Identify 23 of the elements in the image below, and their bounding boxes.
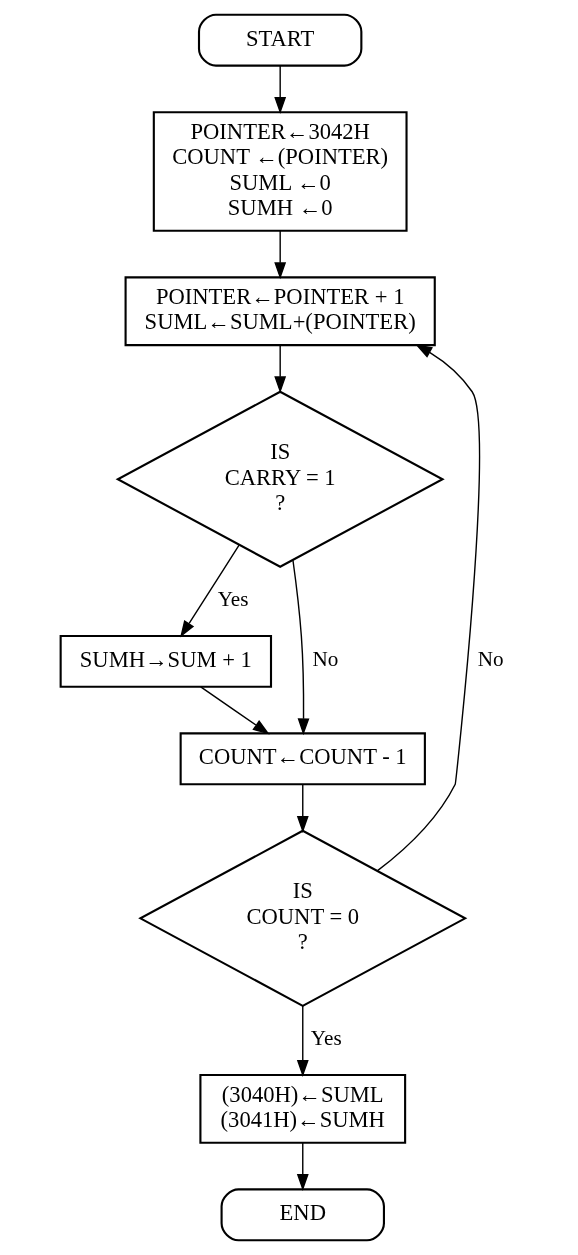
node-diamond: IS COUNT = 0 ?: [138, 829, 468, 1008]
arrow: [200, 686, 270, 735]
node-box: COUNT←COUNT - 1: [179, 732, 426, 786]
node-box: (3040H)←SUML (3041H)←SUMH: [199, 1073, 407, 1144]
node-box: POINTER←POINTER + 1 SUML←SUML+(POINTER): [124, 276, 436, 347]
arrow: [296, 784, 309, 833]
edge-label: No: [312, 647, 339, 672]
node-box: SUMH→SUM + 1: [59, 634, 273, 688]
arrow: [292, 559, 310, 736]
arrow: [296, 1005, 309, 1077]
edge-label: Yes: [310, 1026, 342, 1051]
arrow: [296, 1142, 309, 1191]
arrow: [274, 230, 287, 280]
node-box: POINTER←3042H COUNT ←(POINTER) SUML ←0 SUMH ←0: [152, 111, 408, 232]
node-box: END: [220, 1188, 385, 1242]
edge-label: No: [477, 647, 504, 672]
arrow: [180, 544, 240, 638]
arrow: [274, 344, 287, 394]
edge-label: Yes: [217, 587, 249, 612]
node-diamond: IS CARRY = 1 ?: [115, 390, 445, 568]
arrow: [376, 344, 481, 872]
arrow: [274, 65, 287, 115]
node-box: START: [197, 13, 363, 67]
